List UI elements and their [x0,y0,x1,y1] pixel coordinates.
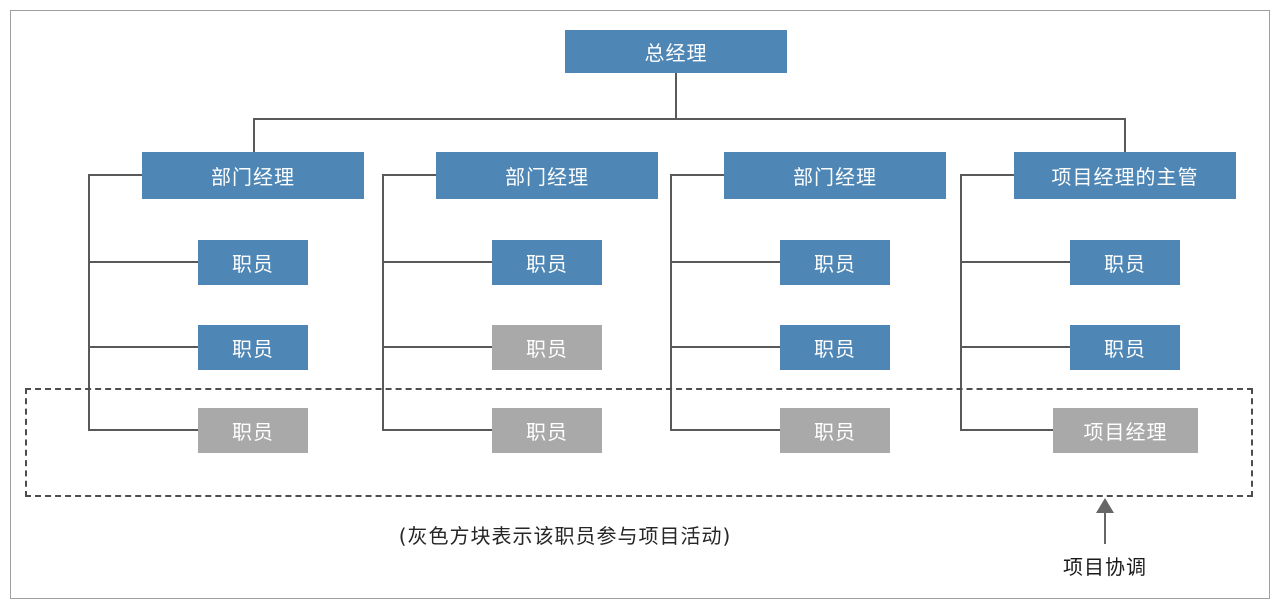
root-node-general-manager: 总经理 [565,30,787,73]
connector-branch [382,346,492,348]
connector-branch [382,429,492,431]
manager-node-project-supervisor: 项目经理的主管 [1014,152,1236,199]
staff-node: 职员 [492,240,602,285]
arrow-up-icon [1096,498,1114,513]
connector-rail-drop-right [1124,118,1126,152]
staff-node: 职员 [198,408,308,453]
staff-node: 职员 [198,325,308,370]
staff-node: 职员 [492,325,602,370]
manager-node: 部门经理 [142,152,364,199]
staff-node: 职员 [198,240,308,285]
staff-node: 职员 [1070,240,1180,285]
connector-branch [960,346,1070,348]
connector-branch [670,429,780,431]
manager-node: 部门经理 [436,152,658,199]
coordination-label: 项目协调 [1063,555,1147,579]
staff-node: 职员 [492,408,602,453]
staff-node: 职员 [780,325,890,370]
project-manager-node: 项目经理 [1053,408,1198,453]
connector-branch [382,261,492,263]
connector-branch [88,261,198,263]
staff-node: 职员 [780,408,890,453]
connector-branch [960,261,1070,263]
legend-caption: (灰色方块表示该职员参与项目活动) [398,524,732,548]
connector-trunk [670,174,672,431]
connector-top-rail [253,118,1126,120]
connector-root-feed [675,73,677,118]
connector-branch [670,346,780,348]
connector-branch [670,261,780,263]
connector-trunk [960,174,962,431]
staff-node: 职员 [1070,325,1180,370]
connector-stub [382,174,436,176]
staff-node: 职员 [780,240,890,285]
arrow-tail-line [1104,511,1106,544]
connector-stub [960,174,1014,176]
manager-node: 部门经理 [724,152,946,199]
connector-branch [88,346,198,348]
connector-trunk [382,174,384,431]
connector-branch [88,429,198,431]
connector-branch [960,429,1053,431]
project-activity-region [25,388,1253,497]
connector-stub [88,174,142,176]
connector-rail-drop-left [253,118,255,152]
connector-trunk [88,174,90,431]
diagram-border [10,10,1270,599]
connector-stub [670,174,724,176]
